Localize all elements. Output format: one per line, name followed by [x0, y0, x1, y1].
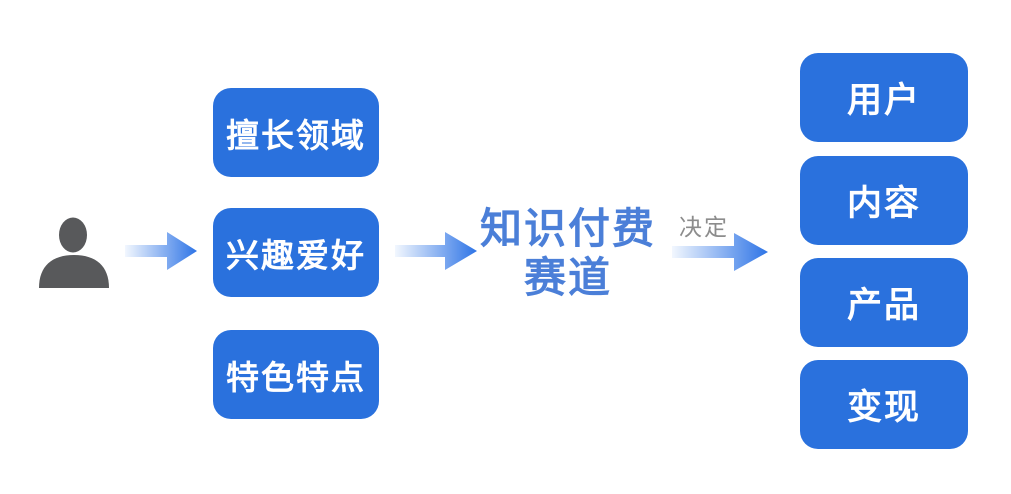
outcome-box-label: 变现 — [846, 388, 921, 427]
source-box-label: 特色特点 — [226, 358, 366, 396]
source-box-expertise: 擅长领域 — [213, 88, 379, 177]
outcome-box-label: 用户 — [846, 81, 921, 120]
source-box-interests: 兴趣爱好 — [213, 208, 379, 297]
outcome-box-monetization: 变现 — [800, 360, 968, 449]
outcome-box-content: 内容 — [800, 156, 968, 245]
outcome-box-users: 用户 — [800, 53, 968, 142]
arrow-right-icon — [672, 232, 768, 272]
center-node-knowledge-payment-track: 知识付费 赛道 — [458, 204, 678, 302]
source-box-label: 兴趣爱好 — [226, 236, 366, 274]
person-icon — [38, 216, 110, 290]
decide-label: 决定 — [679, 214, 729, 240]
source-box-label: 擅长领域 — [226, 116, 366, 154]
source-box-traits: 特色特点 — [213, 330, 379, 419]
center-node-line1: 知识付费 — [479, 205, 656, 252]
outcome-box-product: 产品 — [800, 258, 968, 347]
arrow-right-icon — [395, 231, 477, 271]
center-node-line2: 赛道 — [523, 254, 612, 301]
arrow-right-icon — [125, 231, 197, 271]
outcome-box-label: 内容 — [846, 184, 921, 223]
outcome-box-label: 产品 — [846, 286, 921, 325]
